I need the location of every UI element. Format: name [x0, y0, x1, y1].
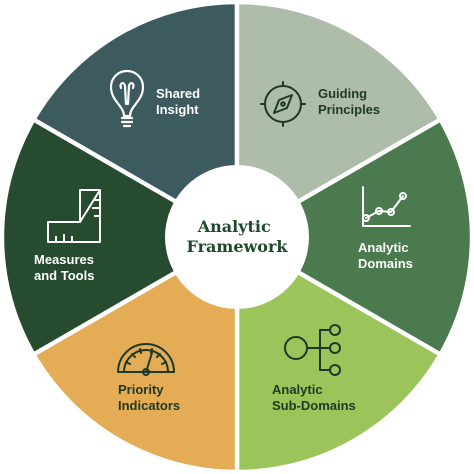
compass-icon — [260, 81, 306, 127]
segment-analytic-domains — [232, 116, 474, 358]
segment-label-shared-insight: Shared Insight — [156, 86, 204, 117]
ruler-square-icon — [47, 189, 101, 243]
segment-label-guiding-principles: Guiding Principles — [318, 86, 380, 117]
gauge-icon — [117, 343, 175, 376]
segment-analytic-sub-domains — [234, 233, 444, 474]
segment-measures-and-tools — [0, 116, 242, 358]
center-title: Analytic Framework — [187, 217, 289, 256]
segment-label-analytic-domains: Analytic Domains — [358, 240, 413, 271]
hierarchy-icon — [284, 324, 341, 376]
lightbulb-icon — [109, 69, 145, 128]
segment-shared-insight — [30, 0, 240, 241]
line-chart-icon — [362, 186, 411, 227]
segment-guiding-principles — [234, 0, 444, 241]
center-hub — [165, 165, 309, 309]
segment-label-priority-indicators: Priority Indicators — [118, 382, 180, 413]
segment-label-analytic-sub-domains: Analytic Sub-Domains — [272, 382, 356, 413]
segment-priority-indicators — [30, 233, 240, 474]
segment-label-measures-and-tools: Measures and Tools — [34, 252, 98, 283]
